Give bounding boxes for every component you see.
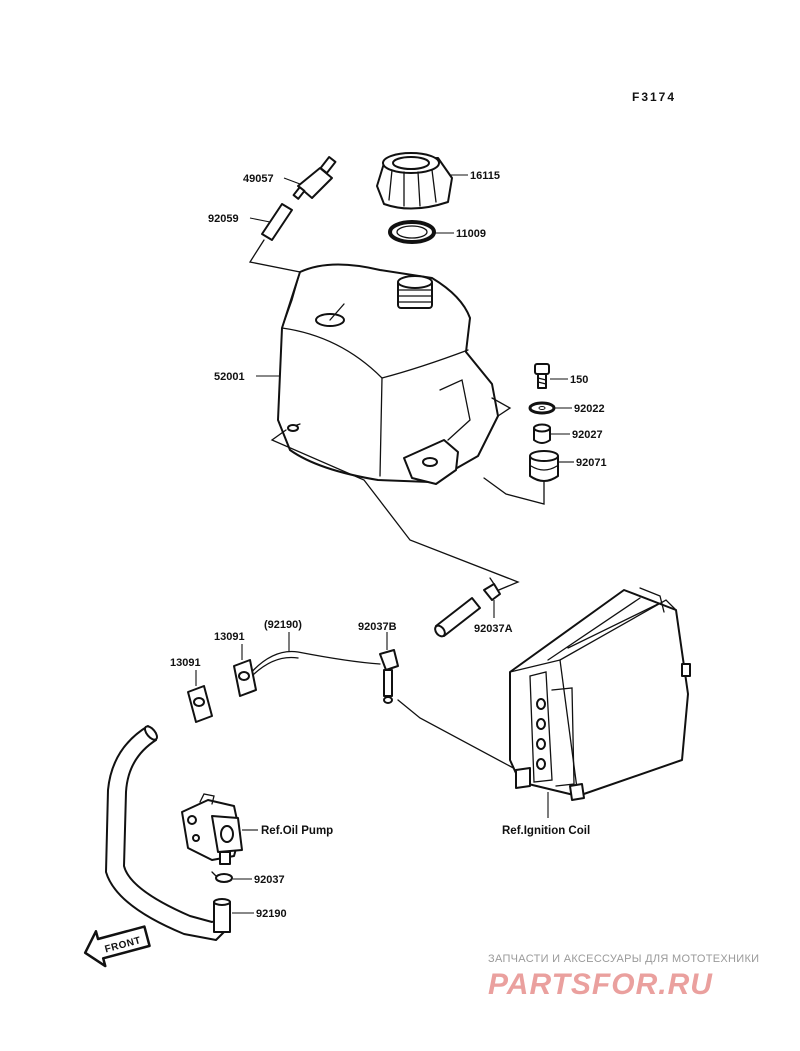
label-16115: 16115 xyxy=(470,170,500,182)
label-11009: 11009 xyxy=(456,228,486,240)
breather-valve[interactable] xyxy=(292,156,337,200)
label-92037: 92037 xyxy=(254,874,285,886)
label-92027: 92027 xyxy=(572,429,603,441)
collar[interactable] xyxy=(533,423,551,444)
washer[interactable] xyxy=(528,401,556,415)
watermark: ЗАПЧАСТИ И АКСЕССУАРЫ ДЛЯ МОТОТЕХНИКИ PA… xyxy=(488,953,759,1001)
label-92190-lower: 92190 xyxy=(256,908,287,920)
label-13091-left: 13091 xyxy=(170,657,201,669)
label-92071: 92071 xyxy=(576,457,607,469)
watermark-tagline: ЗАПЧАСТИ И АКСЕССУАРЫ ДЛЯ МОТОТЕХНИКИ xyxy=(488,953,759,965)
ref-oil-pump-label: Ref.Oil Pump xyxy=(261,825,333,837)
clamp-92037a[interactable] xyxy=(483,577,501,601)
pump-outlet-hose[interactable] xyxy=(213,898,231,933)
oil-pump[interactable] xyxy=(181,793,243,865)
label-92037b: 92037B xyxy=(358,621,397,633)
front-direction-arrow: FRONT xyxy=(83,925,151,968)
hose-segment[interactable] xyxy=(433,597,481,638)
ref-ignition-coil-label: Ref.Ignition Coil xyxy=(502,825,590,837)
label-92022: 92022 xyxy=(574,403,605,415)
label-49057: 49057 xyxy=(243,173,274,185)
label-92190-upper: (92190) xyxy=(264,619,302,631)
oil-tank[interactable] xyxy=(277,263,512,485)
label-52001: 52001 xyxy=(214,371,245,383)
label-92059: 92059 xyxy=(208,213,239,225)
clamp-92037b[interactable] xyxy=(379,649,399,704)
cap-gasket[interactable] xyxy=(388,220,436,244)
label-150: 150 xyxy=(570,374,588,386)
grommet-left[interactable] xyxy=(187,685,213,723)
label-92037a: 92037A xyxy=(474,623,513,635)
watermark-brand: PARTSFOR.RU xyxy=(488,968,713,1001)
figure-code: F3174 xyxy=(632,90,676,104)
fuel-cap[interactable] xyxy=(376,152,453,210)
grommet-right[interactable] xyxy=(233,659,257,697)
bolt[interactable] xyxy=(534,363,550,389)
damper[interactable] xyxy=(529,450,559,482)
ignition-coil[interactable] xyxy=(509,587,691,801)
label-13091-right: 13091 xyxy=(214,631,245,643)
breather-hose[interactable] xyxy=(261,203,293,241)
hose-clamp[interactable] xyxy=(211,871,233,883)
